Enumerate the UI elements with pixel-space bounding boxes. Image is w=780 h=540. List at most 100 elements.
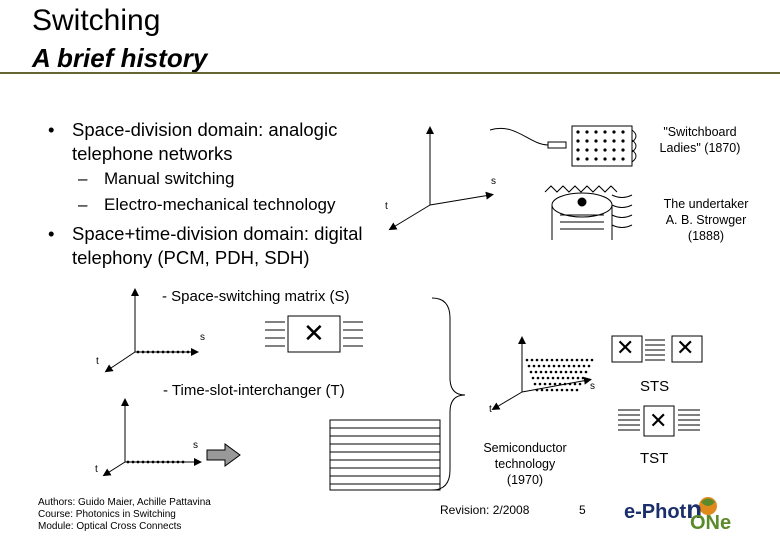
caption-line: (1888) xyxy=(687,229,725,243)
semiconductor-grid-dot xyxy=(585,358,589,362)
tst-label: TST xyxy=(640,450,669,467)
semiconductor-grid-dot xyxy=(590,358,594,362)
semiconductor-grid-dot xyxy=(577,364,581,368)
switchboard-jack xyxy=(621,139,625,143)
semiconductor-grid-dot xyxy=(552,364,556,368)
semiconductor-grid-dot xyxy=(584,370,588,374)
semiconductor-grid-dot xyxy=(579,370,583,374)
semiconductor-grid-dot xyxy=(542,364,546,368)
footer-credits: Authors: Guido Maier, Achille Pattavina … xyxy=(38,497,211,533)
logo-globe-icon xyxy=(699,497,717,515)
switchboard-jack xyxy=(585,148,589,152)
semiconductor-grid-dot xyxy=(558,382,562,386)
semiconductor-grid-dot xyxy=(574,370,578,374)
tsi-timeslot-dot xyxy=(126,460,130,464)
axis-label-s: s xyxy=(590,381,595,392)
semiconductor-grid-dot xyxy=(571,376,575,380)
bullet-text-line2: telephony (PCM, PDH, SDH) xyxy=(72,247,310,268)
semiconductor-grid-dot xyxy=(535,358,539,362)
switchboard-jack xyxy=(612,148,616,152)
switchboard-jack xyxy=(621,148,625,152)
sts-block xyxy=(611,335,703,363)
tsi-timeslot-dot xyxy=(131,460,135,464)
semiconductor-grid-dot xyxy=(556,376,560,380)
semiconductor-grid-dot xyxy=(560,358,564,362)
space-timeslot-dot xyxy=(191,350,195,354)
undertaker-caption: The undertaker A. B. Strowger (1888) xyxy=(646,196,766,244)
crosspoint-icon: ✕ xyxy=(303,318,325,348)
caption-line: Ladies" (1870) xyxy=(659,141,741,155)
semiconductor-grid-dot xyxy=(544,370,548,374)
e-photon-one-logo: e-Photn xyxy=(624,494,702,525)
space-matrix xyxy=(265,315,363,353)
semiconductor-grid-dot xyxy=(554,370,558,374)
tsi-arrow-icon xyxy=(206,443,241,467)
semiconductor-grid-dot xyxy=(546,376,550,380)
semiconductor-grid-dot xyxy=(549,370,553,374)
space-timeslot-dot xyxy=(166,350,170,354)
switchboard-jack xyxy=(594,148,598,152)
semiconductor-grid-dot xyxy=(570,358,574,362)
switchboard-jack xyxy=(576,148,580,152)
space-timeslot-dot xyxy=(151,350,155,354)
slide-title: Switching xyxy=(32,4,161,37)
tsi-timeslot-dot xyxy=(156,460,160,464)
semiconductor-grid-dot xyxy=(559,370,563,374)
tsi-timeslot-dot xyxy=(141,460,145,464)
semiconductor-grid-dot xyxy=(548,382,552,386)
semiconductor-grid-dot xyxy=(561,376,565,380)
axis-label-t: t xyxy=(489,404,492,415)
bullet-text-line1: Space-division domain: analogic xyxy=(72,119,338,140)
semiconductor-grid-dot xyxy=(545,388,549,392)
plug-cord-icon xyxy=(489,127,567,149)
sub-dash: – xyxy=(78,195,88,214)
caption-line: The undertaker xyxy=(663,197,749,211)
space-timeslot-dot xyxy=(136,350,140,354)
semiconductor-grid-dot xyxy=(567,364,571,368)
bullet-text-line2: telephone networks xyxy=(72,143,233,164)
logo-text-b: n xyxy=(686,494,703,524)
switchboard-jack xyxy=(603,157,607,161)
switchboard-jack xyxy=(594,130,598,134)
space-axes xyxy=(104,288,199,373)
right-axes xyxy=(491,336,592,411)
semiconductor-grid-dot xyxy=(551,376,555,380)
logo-text-c: ONe xyxy=(690,512,732,534)
switchboard-jack xyxy=(603,139,607,143)
top-axes xyxy=(388,126,494,231)
caption-line: technology xyxy=(494,457,556,471)
semiconductor-grid-dot xyxy=(540,358,544,362)
grouping-brace xyxy=(431,297,466,491)
axis-label-s: s xyxy=(491,176,496,187)
bullet-text-line1: Space+time-division domain: digital xyxy=(72,223,363,244)
semiconductor-grid-dot xyxy=(553,382,557,386)
tst-cross-icon: ✕ xyxy=(649,408,668,433)
sub-text: Electro-mechanical technology xyxy=(104,195,336,214)
semiconductor-grid-dot xyxy=(564,370,568,374)
semiconductor-grid-dot xyxy=(557,364,561,368)
semiconductor-grid-dot xyxy=(536,376,540,380)
sts-cross-icon: ✕ xyxy=(676,335,695,360)
switchboard-jack xyxy=(585,157,589,161)
semiconductor-grid-dot xyxy=(578,382,582,386)
sub-bullet-manual: – Manual switching xyxy=(78,168,234,190)
axis-label-s: s xyxy=(200,332,205,343)
tsi-timeslot-dot xyxy=(161,460,165,464)
tsi-timeslot-dot xyxy=(166,460,170,464)
semiconductor-grid-dot xyxy=(560,388,564,392)
caption-line: (1970) xyxy=(506,473,544,487)
space-timeslot-dot xyxy=(141,350,145,354)
bullet-dot: • xyxy=(48,119,55,140)
semiconductor-grid-dot xyxy=(529,370,533,374)
space-matrix-label: - Space-switching matrix (S) xyxy=(162,288,350,305)
axis-label-s: s xyxy=(193,440,198,451)
title-rule xyxy=(0,72,780,74)
semiconductor-grid-dot xyxy=(581,376,585,380)
switchboard-jack xyxy=(612,139,616,143)
tsi-timeslot-dot xyxy=(181,460,185,464)
tsi-memory-block xyxy=(329,419,441,491)
caption-line: A. B. Strowger xyxy=(665,213,747,227)
footer-course: Course: Photonics in Switching xyxy=(38,509,176,520)
semiconductor-grid-dot xyxy=(580,358,584,362)
semiconductor-grid-dot xyxy=(539,370,543,374)
